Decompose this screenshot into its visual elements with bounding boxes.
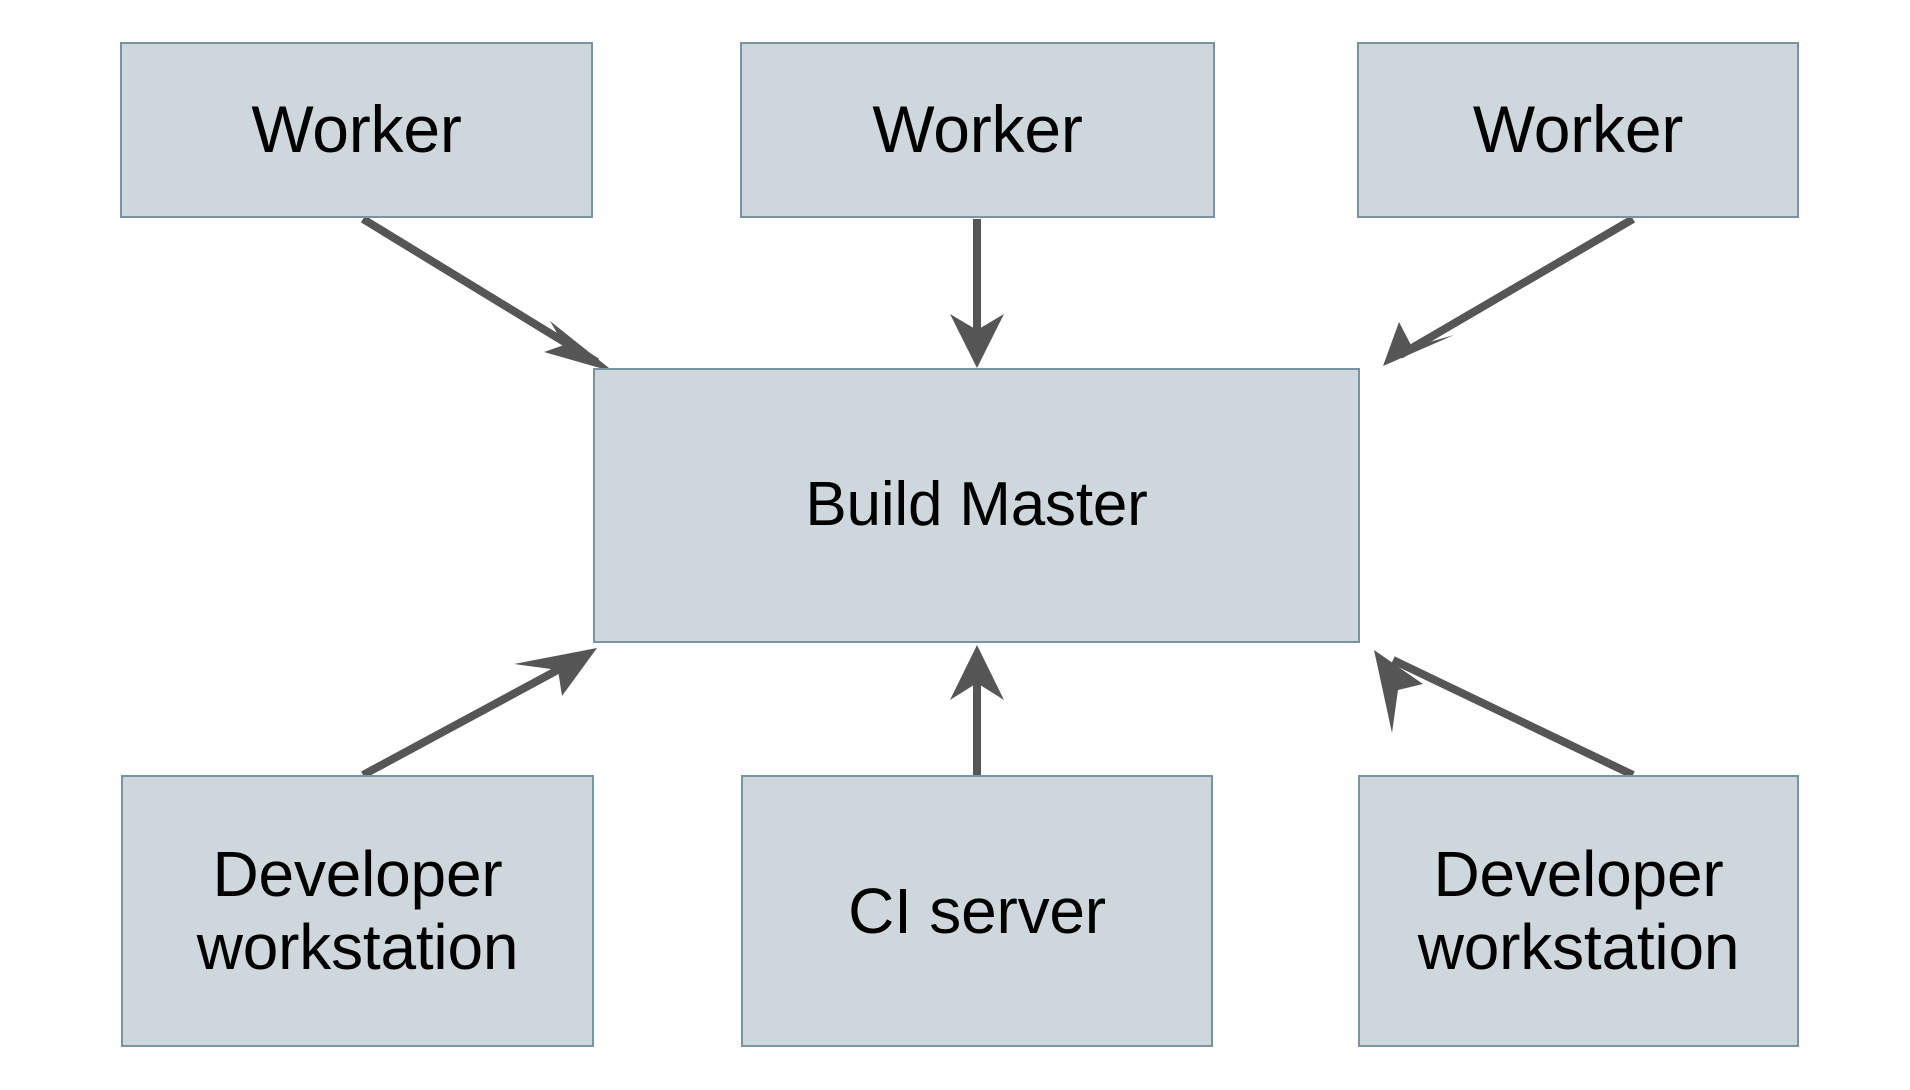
edge-worker-3-to-build-master: [1383, 215, 1636, 366]
edge-ci-server-to-build-master: [950, 645, 1004, 775]
edge-worker-1-to-build-master: [360, 215, 614, 372]
node-worker-2-label: Worker: [872, 92, 1083, 167]
node-ci-server[interactable]: CI server: [741, 775, 1213, 1047]
node-ci-server-label: CI server: [848, 874, 1106, 947]
node-developer-workstation-left-label: Developer workstation: [196, 838, 519, 983]
node-build-master-label: Build Master: [805, 470, 1148, 540]
edge-dev-right-to-build-master: [1374, 650, 1635, 779]
node-developer-workstation-right-label: Developer workstation: [1417, 838, 1740, 983]
node-worker-1[interactable]: Worker: [120, 42, 593, 218]
node-worker-3[interactable]: Worker: [1357, 42, 1799, 218]
node-developer-workstation-right[interactable]: Developer workstation: [1358, 775, 1799, 1047]
edge-dev-left-to-build-master: [361, 648, 597, 779]
node-build-master[interactable]: Build Master: [593, 368, 1360, 643]
node-developer-workstation-left[interactable]: Developer workstation: [121, 775, 594, 1047]
edge-worker-2-to-build-master: [950, 219, 1004, 368]
node-worker-1-label: Worker: [251, 92, 462, 167]
node-worker-2[interactable]: Worker: [740, 42, 1215, 218]
node-worker-3-label: Worker: [1472, 92, 1684, 167]
